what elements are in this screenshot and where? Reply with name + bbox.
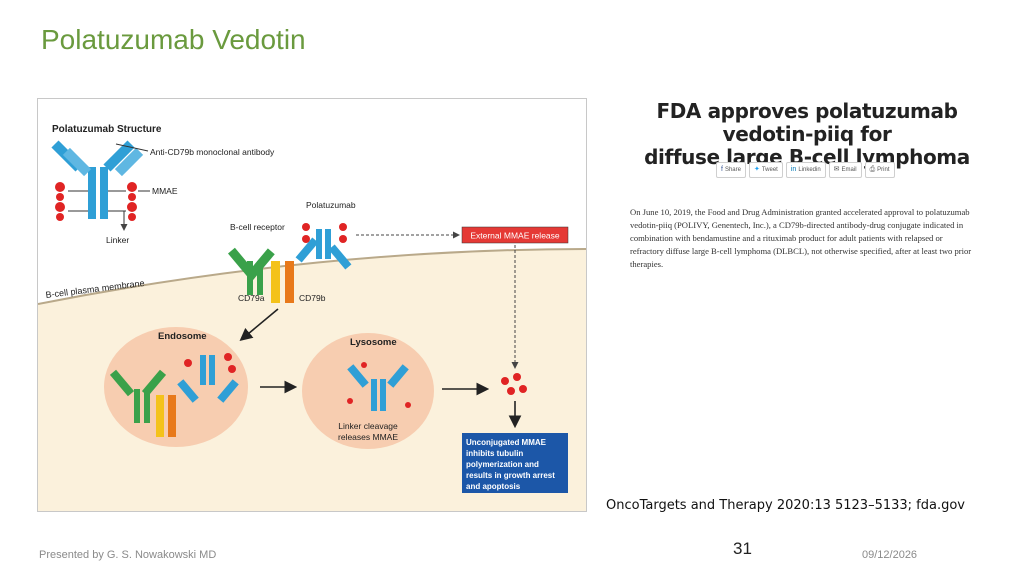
outcome-line-1: Unconjugated MMAE — [466, 438, 547, 447]
email-icon: ✉ — [833, 166, 840, 173]
lysosome-label: Lysosome — [350, 337, 397, 348]
share-label-email: Email — [841, 167, 857, 173]
linker-label: Linker — [106, 235, 129, 245]
external-release-label: External MMAE release — [470, 231, 560, 241]
twitter-icon: ✦ — [753, 166, 760, 173]
linkedin-icon: in — [790, 166, 797, 173]
fda-headline: FDA approves polatuzumab vedotin-piiq fo… — [612, 100, 1002, 169]
fda-announcement: FDA approves polatuzumab vedotin-piiq fo… — [612, 100, 1002, 270]
share-label-linkedin: Linkedin — [798, 167, 821, 173]
share-button-print[interactable]: ⎙ Print — [864, 162, 895, 178]
share-label-twitter: Tweet — [761, 167, 778, 173]
endosome-polatuzumab-icon — [177, 353, 239, 403]
cd79a-label: CD79a — [238, 293, 265, 303]
cd79b-label: CD79b — [299, 293, 326, 303]
structure-mmae-icon — [55, 182, 137, 221]
mechanism-figure: B-cell plasma membrane Polatuzumab Struc… — [37, 98, 587, 512]
share-button-facebook[interactable]: f Share — [716, 162, 746, 178]
footer-date: 09/12/2026 — [862, 549, 918, 561]
endosome-bcr-icon — [109, 369, 176, 437]
cleavage-label-1: Linker cleavage — [338, 421, 398, 431]
outcome-line-5: and apoptosis — [466, 482, 521, 491]
polatuzumab-label: Polatuzumab — [306, 200, 356, 210]
lysosome-antibody-icon — [347, 364, 409, 411]
share-bar: f Share ✦ Tweet in Linkedin ✉ Email ⎙ Pr… — [716, 162, 895, 178]
polatuzumab-icon — [295, 223, 352, 270]
presenter-footer: Presented by G. S. Nowakowski MD — [39, 549, 217, 561]
outcome-box — [462, 433, 568, 493]
print-icon: ⎙ — [869, 166, 876, 173]
outcome-line-2: inhibits tubulin — [466, 449, 523, 458]
structure-antibody-icon — [51, 140, 144, 219]
citation: OncoTargets and Therapy 2020:13 5123–513… — [606, 498, 965, 513]
share-button-email[interactable]: ✉ Email — [828, 162, 862, 178]
outcome-line-4: results in growth arrest — [466, 471, 555, 480]
lysosome — [302, 333, 434, 449]
page-number: 31 — [733, 539, 752, 558]
share-button-linkedin[interactable]: in Linkedin — [785, 162, 826, 178]
fda-body-text: On June 10, 2019, the Food and Drug Admi… — [630, 207, 972, 269]
outcome-line-3: polymerization and — [466, 460, 539, 469]
mmae-label: MMAE — [152, 186, 178, 196]
external-release-box — [461, 226, 569, 244]
share-label-facebook: Share — [724, 167, 741, 173]
released-mmae-icon — [501, 373, 527, 395]
plasma-membrane — [38, 248, 586, 305]
structure-title: Polatuzumab Structure — [52, 124, 162, 135]
share-button-twitter[interactable]: ✦ Tweet — [748, 162, 783, 178]
antibody-label: Anti-CD79b monoclonal antibody — [150, 147, 275, 157]
endosome-label: Endosome — [158, 331, 207, 342]
facebook-icon: f — [721, 166, 723, 173]
cleavage-label-2: releases MMAE — [338, 432, 398, 442]
slide-title: Polatuzumab Vedotin — [41, 24, 306, 55]
mechanism-diagram: B-cell plasma membrane Polatuzumab Struc… — [38, 124, 586, 511]
fda-headline-line-1: FDA approves polatuzumab vedotin-piiq fo… — [656, 99, 958, 146]
bcr-icon — [228, 247, 294, 303]
bcr-label: B-cell receptor — [230, 222, 285, 232]
share-label-print: Print — [877, 167, 890, 173]
